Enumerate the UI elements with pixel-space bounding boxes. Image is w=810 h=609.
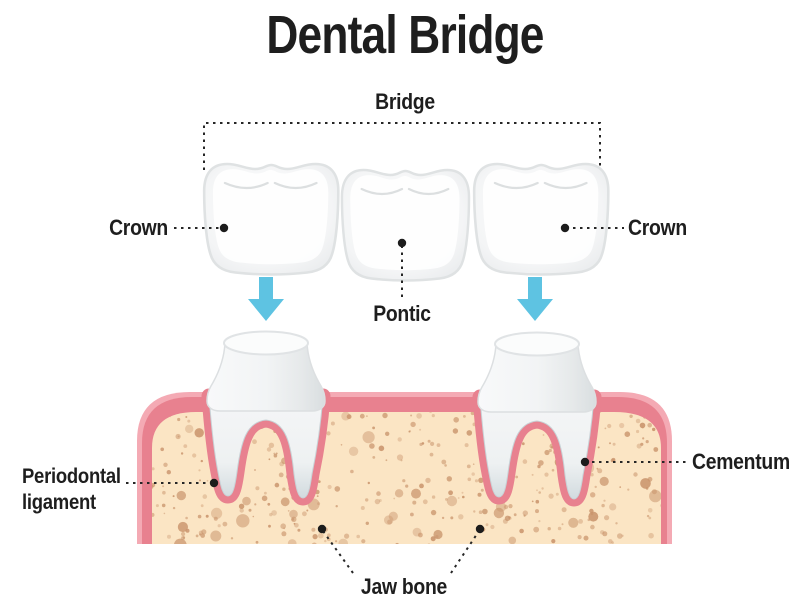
jaw-bone-label: Jaw bone xyxy=(360,574,448,599)
pontic-label: Pontic xyxy=(373,301,431,326)
page-title: Dental Bridge xyxy=(266,5,544,65)
leader-jawbone-left xyxy=(322,530,354,574)
annotation-lines xyxy=(126,122,688,574)
arrow-down-left-icon xyxy=(248,277,284,321)
annotation-dots xyxy=(209,223,590,534)
crown-right-tooth xyxy=(472,162,610,276)
leader-jawbone-right xyxy=(450,530,480,574)
crown-right-label: Crown xyxy=(628,215,687,240)
bridge-teeth xyxy=(202,162,610,282)
pontic-tooth xyxy=(340,168,471,282)
bridge-label: Bridge xyxy=(375,89,435,114)
crown-left-tooth xyxy=(202,162,340,276)
arrow-down-right-icon xyxy=(517,277,553,321)
crown-left-label: Crown xyxy=(109,215,168,240)
bone-surface xyxy=(152,412,661,544)
bridge-bracket xyxy=(203,122,601,170)
periodontal-ligament-label: Periodontal ligament xyxy=(22,465,121,514)
cementum-label: Cementum xyxy=(692,449,790,474)
